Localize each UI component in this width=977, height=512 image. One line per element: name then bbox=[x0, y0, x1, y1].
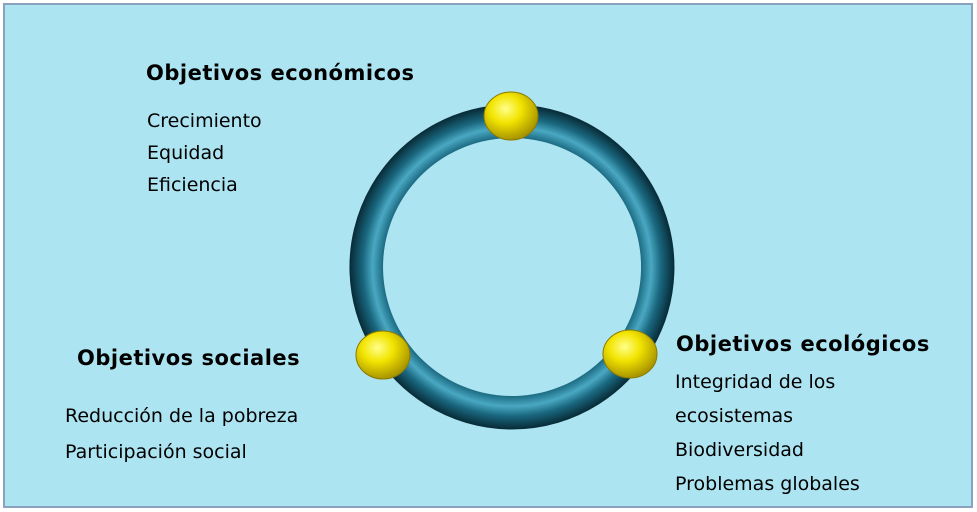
diagram-canvas: Objetivos económicos Crecimiento Equidad… bbox=[3, 3, 973, 508]
list-item: Problemas globales bbox=[675, 473, 860, 495]
list-sociales: Reducción de la pobreza Participación so… bbox=[65, 398, 298, 470]
list-economicos: Crecimiento Equidad Eficiencia bbox=[147, 105, 262, 201]
list-ecologicos: Integridad de los ecosistemas Biodiversi… bbox=[675, 365, 860, 501]
ring-diagram bbox=[349, 91, 675, 430]
node-ecologicos bbox=[602, 329, 658, 379]
heading-sociales: Objetivos sociales bbox=[77, 346, 301, 370]
heading-ecologicos: Objetivos ecológicos bbox=[676, 332, 930, 356]
list-item: Integridad de los bbox=[675, 371, 836, 393]
list-item: Eficiencia bbox=[147, 174, 238, 196]
cycle-ring bbox=[349, 104, 675, 430]
list-item: Crecimiento bbox=[147, 110, 262, 132]
list-item: ecosistemas bbox=[675, 405, 794, 427]
heading-economicos: Objetivos económicos bbox=[146, 61, 415, 85]
list-item: Equidad bbox=[147, 142, 225, 164]
node-economicos bbox=[483, 91, 539, 141]
node-sociales bbox=[355, 330, 411, 380]
list-item: Participación social bbox=[65, 441, 247, 463]
list-item: Reducción de la pobreza bbox=[65, 405, 299, 427]
list-item: Biodiversidad bbox=[675, 439, 804, 461]
